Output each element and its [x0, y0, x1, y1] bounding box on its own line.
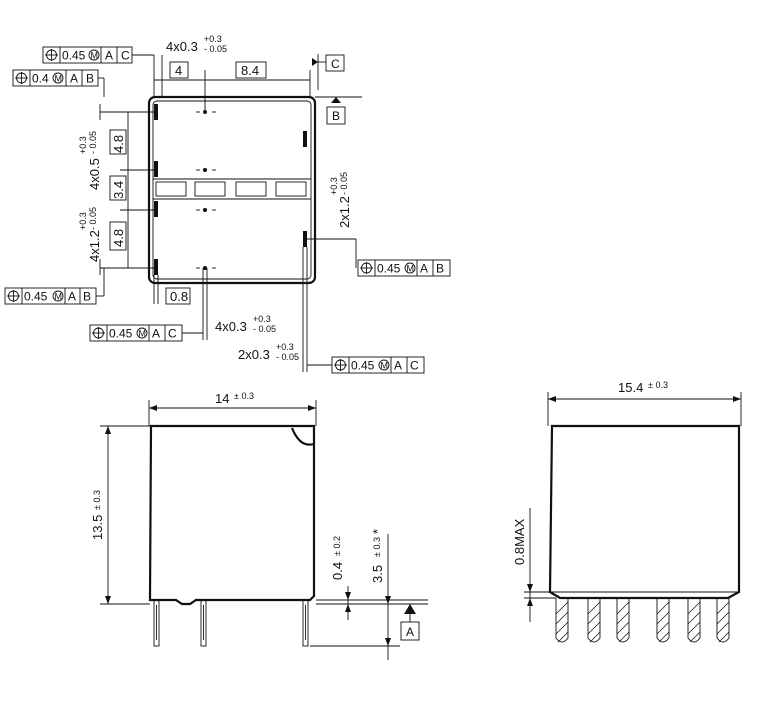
- side-width: 15.4: [618, 380, 643, 395]
- fcf-bottom-1-tolerance: 0.45: [109, 327, 133, 341]
- fcf-top-2-tolerance: 0.4: [32, 72, 49, 86]
- fcf-top-1: 0.45 M A C: [42, 46, 133, 64]
- dim-2x12: 2x1.2: [337, 196, 352, 228]
- vent-slots: [153, 178, 311, 200]
- side-standoff: 0.8MAX: [512, 518, 527, 565]
- dim-4-8-a: 4.8: [111, 135, 126, 153]
- fcf-top-1-datum-a: A: [105, 49, 113, 63]
- fcf-left-bottom-datum-a: A: [68, 290, 76, 304]
- dim-3-4: 3.4: [111, 181, 126, 199]
- fcf-bottom-1-datum-c: C: [168, 327, 177, 341]
- fcf-left-bottom-modifier: M: [55, 292, 63, 302]
- dim-4x05: 4x0.5: [87, 158, 102, 190]
- fcf-top-1-modifier: M: [91, 51, 99, 61]
- fcf-right-mid: 0.45 M A B: [357, 259, 451, 277]
- front-height: 13.5: [90, 515, 105, 540]
- side-width-tol: ± 0.3: [648, 380, 668, 390]
- fcf-bottom-2-datum-a: A: [394, 359, 402, 373]
- datum-a-box: [400, 621, 420, 641]
- fcf-bottom-1: 0.45 M A C: [89, 324, 183, 342]
- fcf-bottom-2-datum-c: C: [410, 359, 419, 373]
- front-height-tol: ± 0.3: [92, 490, 102, 510]
- front-pin-length-tol: ± 0.3: [372, 537, 382, 557]
- fcf-left-bottom-datum-b: B: [83, 290, 91, 304]
- fcf-top-1-datum-c: C: [121, 49, 130, 63]
- fcf-right-mid-modifier: M: [407, 264, 415, 274]
- side-pins: [555, 598, 730, 643]
- datum-c: C: [331, 57, 340, 71]
- dim-4-8-b: 4.8: [111, 229, 126, 247]
- tol-plus-4x12: +0.3: [78, 212, 88, 230]
- fcf-bottom-2-modifier: M: [381, 361, 389, 371]
- fcf-left-bottom: 0.45 M A B: [4, 287, 97, 305]
- top-view-body: [147, 95, 317, 285]
- fcf-bottom-1-datum-a: A: [152, 327, 160, 341]
- fcf-top-1-tolerance: 0.45: [62, 49, 86, 63]
- tol-minus-4x05: - 0.05: [88, 131, 98, 154]
- front-pins: [153, 599, 309, 647]
- side-view-body: [548, 424, 741, 600]
- tol-minus-2x12: - 0.05: [339, 172, 349, 195]
- datum-b-box: [326, 106, 346, 125]
- dim-4x12: 4x1.2: [87, 230, 102, 262]
- tol-plus-2x03: +0.3: [276, 342, 294, 352]
- fcf-top-2-datum-b: B: [86, 72, 94, 86]
- fcf-top-2-datum-a: A: [70, 72, 78, 86]
- tol-minus-bottom: - 0.05: [253, 324, 276, 334]
- tol-minus-2x03: - 0.05: [276, 352, 299, 362]
- fcf-top-2: 0.4 M A B: [12, 69, 99, 87]
- side-view: 15.4 ± 0.3 0.8MAX: [512, 380, 742, 643]
- pin-slots: [154, 104, 307, 275]
- fcf-bottom-2-tolerance: 0.45: [351, 359, 375, 373]
- front-standoff: 0.4: [330, 562, 345, 580]
- fcf-right-mid-datum-b: B: [436, 262, 444, 276]
- tol-plus-2x12: +0.3: [329, 177, 339, 195]
- dim-4x03-bottom: 4x0.3: [215, 319, 247, 334]
- dim-2x03: 2x0.3: [238, 347, 270, 362]
- tol-plus-4x05: +0.3: [78, 136, 88, 154]
- front-width: 14: [215, 391, 229, 406]
- fcf-top-2-modifier: M: [55, 74, 63, 84]
- fcf-right-mid-tolerance: 0.45: [377, 262, 401, 276]
- datum-a: A: [406, 625, 414, 639]
- fcf-bottom-2: 0.45 M A C: [331, 356, 425, 374]
- top-view: 0.45 M A C 0.4 M A B 4x0.3 +0.3 - 0.05: [4, 34, 451, 374]
- dim-4: 4: [175, 63, 182, 78]
- dim-0-8: 0.8: [170, 289, 188, 304]
- fcf-right-mid-datum-a: A: [420, 262, 428, 276]
- tol-plus-bottom: +0.3: [253, 314, 271, 324]
- tol-minus-top: - 0.05: [204, 44, 227, 54]
- fcf-bottom-1-modifier: M: [139, 329, 147, 339]
- front-width-tol: ± 0.3: [234, 391, 254, 401]
- front-pin-length-note: *: [370, 529, 385, 534]
- tol-minus-4x12: - 0.05: [88, 207, 98, 230]
- front-view: 14 ± 0.3 13.5 ± 0.3 0.4 ± 0.2 3.5 ± 0.3 …: [90, 391, 428, 660]
- front-standoff-tol: ± 0.2: [332, 536, 342, 556]
- front-pin-length: 3.5: [370, 565, 385, 583]
- dim-4x03-top: 4x0.3: [166, 39, 198, 54]
- dim-8-4: 8.4: [241, 63, 259, 78]
- fcf-left-bottom-tolerance: 0.45: [24, 290, 48, 304]
- datum-b: B: [332, 109, 340, 123]
- datum-c-box: [325, 54, 345, 72]
- tol-plus-top: +0.3: [204, 34, 222, 44]
- front-view-body: [148, 424, 316, 606]
